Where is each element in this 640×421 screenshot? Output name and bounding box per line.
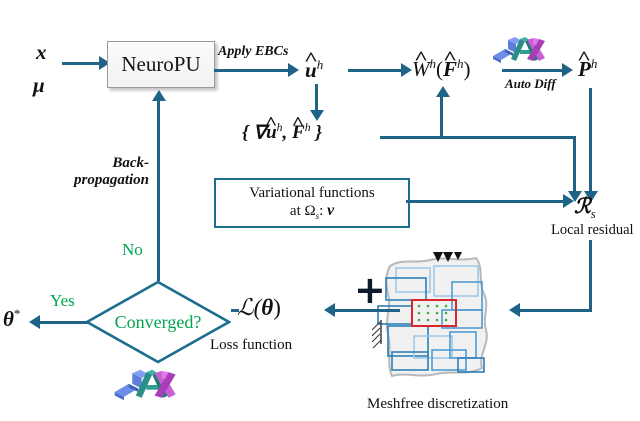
- f-hat-sup: h: [304, 121, 311, 134]
- caption-meshfree: Meshfree discretization: [367, 396, 509, 412]
- edge-grads-to-residual-rail: [380, 136, 576, 139]
- variational-at: at: [289, 202, 305, 219]
- edge-grads-up-to-energy: [440, 95, 443, 138]
- meshfree-body: [385, 256, 488, 378]
- variational-v: v: [327, 201, 335, 219]
- meshfree-svg: [371, 240, 488, 378]
- meshfree-discretization-illustration: [371, 240, 517, 387]
- arrowhead-backpropagation: [152, 90, 166, 101]
- energy-paren-close: ): [463, 57, 471, 81]
- node-loss: ℒ(θ): [237, 296, 281, 319]
- arrowhead-residual-to-meshfree: [509, 303, 520, 317]
- edge-label-backprop: Back- propagation: [74, 155, 149, 189]
- edge-uhat-to-energy: [348, 69, 403, 72]
- edge-energy-to-stress: [502, 69, 564, 72]
- edge-label-yes: Yes: [50, 291, 75, 310]
- meshfree-highlight-patch: [411, 299, 457, 327]
- arrowhead-energy-to-stress: [562, 63, 573, 77]
- decision-diamond-shape: [85, 280, 231, 364]
- variational-line2: at Ωs: v: [290, 202, 334, 221]
- loss-suffix: ): [273, 295, 281, 320]
- jax-logo-bottom-icon: [110, 365, 178, 410]
- arrowhead-uhat-to-grads: [310, 110, 324, 121]
- theta-star-superscript: *: [13, 306, 21, 321]
- input-mu: μ: [33, 73, 45, 97]
- arrowhead-stress-to-residual: [584, 191, 598, 202]
- edge-meshfree-to-loss: [335, 309, 400, 312]
- jax-logo-svg: [493, 37, 545, 63]
- edge-loss-to-decision: [231, 309, 239, 312]
- loss-theta: θ: [261, 295, 274, 320]
- energy-paren-open: (: [436, 57, 444, 81]
- variational-line1: Variational functions: [249, 185, 375, 202]
- energy-F-symbol: F: [443, 59, 457, 80]
- edge-label-no: No: [122, 240, 143, 259]
- decision-converged-node[interactable]: Converged?: [85, 280, 231, 364]
- variational-omega: Ω: [304, 202, 316, 219]
- arrowhead-uhat-to-energy: [401, 63, 412, 77]
- gradients-comma: ,: [282, 122, 293, 144]
- gradients-open: { ∇: [242, 122, 267, 144]
- meshfree-support-rectangles: [377, 265, 485, 373]
- edge-residual-down: [589, 240, 592, 312]
- backprop-line1: Back-: [112, 155, 150, 171]
- edge-stress-to-residual: [589, 88, 592, 194]
- theta-star-symbol: θ: [3, 307, 14, 331]
- neuropu-label: NeuroPU: [121, 52, 201, 76]
- edge-decision-to-theta-star: [40, 321, 88, 324]
- neuropu-node[interactable]: NeuroPU: [107, 41, 215, 88]
- edge-label-auto-diff: Auto Diff: [505, 76, 556, 91]
- u-hat-symbol: u: [305, 60, 317, 81]
- energy-W-symbol: W: [412, 59, 430, 80]
- stress-P-sup: h: [590, 56, 598, 71]
- edge-neuropu-to-uhat: [214, 69, 290, 72]
- energy-W-sup: h: [429, 56, 437, 71]
- edge-residual-to-meshfree: [520, 309, 592, 312]
- grad-u-hat-symbol: u: [266, 123, 277, 142]
- arrowhead-input-to-neuropu: [99, 56, 110, 70]
- edge-input-to-neuropu: [62, 62, 100, 65]
- stress-P-symbol: P: [578, 59, 591, 80]
- node-u-hat: uh: [305, 58, 323, 81]
- arrowhead-rail-to-residual: [568, 191, 582, 202]
- loss-prefix: ℒ(: [237, 295, 262, 320]
- edge-label-apply-ebcs: Apply EBCs: [218, 44, 289, 59]
- variational-omega-sub: s: [315, 210, 320, 221]
- edge-uhat-to-grads: [315, 84, 318, 113]
- edge-variational-to-residual: [406, 200, 565, 203]
- arrowhead-variational-to-residual: [563, 194, 574, 208]
- node-stress: Ph: [578, 57, 597, 80]
- node-gradients-set: { ∇uh, Fh }: [242, 121, 322, 144]
- gradients-close: }: [310, 122, 322, 144]
- edge-residual-rail-vertical: [573, 136, 576, 194]
- plus-operator: +: [354, 268, 386, 312]
- decision-label: Converged?: [114, 311, 202, 332]
- node-strain-energy: Wh(Fh): [412, 57, 471, 80]
- arrowhead-decision-to-theta-star: [29, 315, 40, 329]
- backprop-line2: propagation: [74, 172, 150, 188]
- energy-F-sup: h: [457, 56, 464, 71]
- residual-subscript: s: [590, 207, 596, 222]
- input-x: x: [36, 40, 47, 64]
- edge-backpropagation: [157, 100, 160, 281]
- variational-functions-node[interactable]: Variational functions at Ωs: v: [214, 178, 410, 228]
- jax-logo-bottom-svg: [114, 369, 176, 401]
- u-hat-superscript: h: [316, 57, 324, 72]
- meshfree-patch-nodes: [417, 304, 448, 322]
- variational-colon: :: [319, 202, 328, 219]
- arrowhead-grads-to-energy: [436, 86, 450, 97]
- grad-u-hat-sup: h: [276, 121, 283, 134]
- residual-symbol: ℛ: [574, 194, 591, 218]
- caption-loss-function: Loss function: [210, 337, 293, 353]
- decision-diamond-svg: [85, 280, 231, 364]
- traction-load-arrows: [432, 240, 464, 263]
- caption-local-residual: Local residual: [551, 222, 634, 238]
- fixed-support-hatching: [371, 320, 382, 349]
- jax-logo-top-icon: [489, 34, 547, 71]
- arrowhead-neuropu-to-uhat: [288, 63, 299, 77]
- node-theta-star: θ*: [3, 307, 20, 330]
- f-hat-symbol: F: [292, 123, 305, 142]
- node-residual: ℛs: [574, 196, 596, 221]
- arrowhead-meshfree-to-loss: [324, 303, 335, 317]
